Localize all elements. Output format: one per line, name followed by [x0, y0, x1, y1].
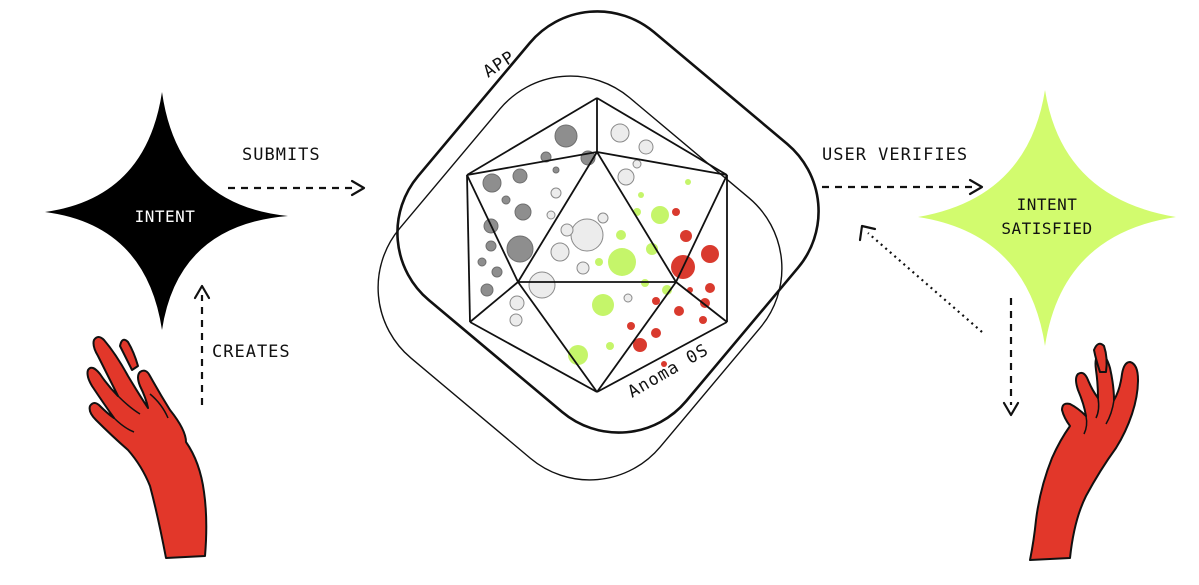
- green-dot: [685, 179, 691, 185]
- light-dot: [546, 210, 556, 220]
- gray-dot: [491, 266, 503, 278]
- anoma-os-frame: [377, 75, 783, 481]
- app-frame: [396, 10, 820, 434]
- green-dot: [651, 206, 669, 224]
- light-dot: [576, 261, 590, 275]
- light-dot: [597, 212, 609, 224]
- icosahedron-edge: [675, 174, 728, 283]
- icosahedron-edge: [596, 321, 728, 393]
- light-dot: [560, 223, 574, 237]
- icosahedron-edge: [675, 281, 728, 323]
- icosahedron-edge: [466, 151, 598, 176]
- light-dot: [610, 123, 630, 143]
- light-dot: [617, 168, 635, 186]
- submits-arrow: [228, 179, 366, 197]
- light-dot: [550, 187, 562, 199]
- icosahedron-edge: [469, 281, 519, 323]
- feedback-dotted-arrow: [858, 224, 983, 333]
- light-dot: [550, 242, 570, 262]
- red-dot: [680, 230, 692, 242]
- gray-dot: [480, 283, 494, 297]
- red-dot: [652, 297, 660, 305]
- intent-label: INTENT: [135, 207, 196, 226]
- icosahedron-edge: [466, 174, 471, 323]
- icosahedron-edge: [517, 151, 598, 283]
- red-dot: [627, 322, 635, 330]
- red-dot: [633, 338, 647, 352]
- light-dot: [638, 139, 654, 155]
- icosahedron-edge: [469, 321, 598, 393]
- gray-dot: [477, 257, 487, 267]
- icosahedron: [466, 97, 728, 393]
- icosahedron-edge: [517, 281, 598, 393]
- light-dot: [528, 271, 556, 299]
- icosahedron-edges: [466, 97, 728, 393]
- particle-dots: [477, 123, 719, 367]
- red-dot: [672, 208, 680, 216]
- right-hand-icon: [1029, 342, 1139, 561]
- user-verifies-arrow: [822, 178, 984, 196]
- red-dot: [674, 306, 684, 316]
- intent-node: INTENT: [45, 92, 288, 330]
- light-dot: [509, 295, 525, 311]
- icosahedron-edge: [466, 174, 519, 283]
- creates-label: CREATES: [212, 342, 291, 362]
- submits-label: SUBMITS: [242, 145, 321, 165]
- green-dot: [592, 294, 614, 316]
- red-dot: [661, 361, 667, 367]
- icosahedron-edge: [596, 151, 677, 283]
- red-dot: [705, 283, 715, 293]
- green-dot: [638, 192, 644, 198]
- gray-dot: [482, 173, 502, 193]
- left-hand-icon: [86, 336, 208, 559]
- creates-arrow: [193, 284, 211, 405]
- intent-satisfied-label-line2: SATISFIED: [1001, 219, 1092, 238]
- light-dot: [623, 293, 633, 303]
- user-verifies-label: USER VERIFIES: [822, 145, 968, 165]
- green-dot: [641, 279, 649, 287]
- gray-dot: [540, 151, 552, 163]
- intent-satisfied-label-line1: INTENT: [1017, 195, 1078, 214]
- intent-star-shape: [45, 92, 288, 330]
- green-dot: [608, 248, 636, 276]
- icosahedron-edge: [596, 281, 677, 393]
- intent-satisfied-node: INTENT SATISFIED: [918, 90, 1176, 346]
- gray-dot: [501, 195, 511, 205]
- red-dot: [701, 245, 719, 263]
- light-dot: [632, 159, 642, 169]
- gray-dot: [512, 168, 528, 184]
- gray-dot: [552, 166, 560, 174]
- gray-dot: [506, 235, 534, 263]
- icosahedron-edge: [596, 151, 728, 176]
- icosahedron-edge: [596, 97, 728, 176]
- satisfied-down-arrow: [1002, 298, 1020, 417]
- red-dot: [699, 316, 707, 324]
- icosahedron-edge: [466, 97, 598, 176]
- red-dot: [700, 298, 710, 308]
- green-dot: [606, 342, 614, 350]
- red-dot: [651, 328, 661, 338]
- satisfied-star-shape: [918, 90, 1176, 346]
- light-dot: [570, 218, 604, 252]
- gray-dot: [554, 124, 578, 148]
- light-dot: [509, 313, 523, 327]
- gray-dot: [514, 203, 532, 221]
- green-dot: [595, 258, 603, 266]
- gray-dot: [485, 240, 497, 252]
- app-label: APP: [480, 47, 519, 82]
- green-dot: [616, 230, 626, 240]
